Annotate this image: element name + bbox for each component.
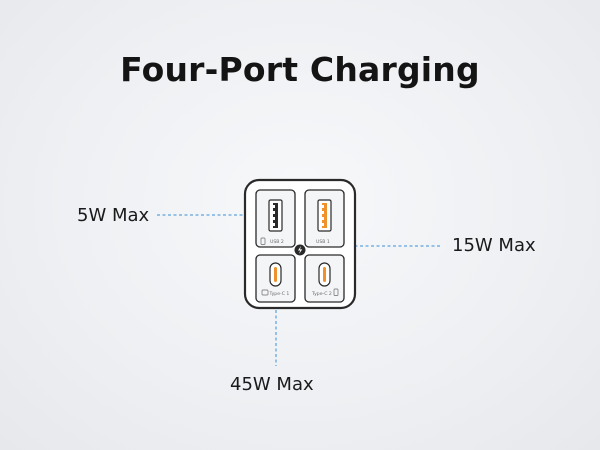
typec1-port — [269, 262, 282, 287]
page-title: Four-Port Charging — [120, 50, 480, 89]
charger-body — [243, 178, 357, 310]
usb2-port — [268, 199, 283, 232]
usb2-port-label: USB 2 — [270, 239, 284, 245]
usb1-power-label: 15W Max — [452, 235, 536, 256]
usb1-port-label: USB 1 — [316, 239, 330, 245]
typec-power-label: 45W Max — [230, 374, 314, 395]
phone-icon — [333, 288, 339, 296]
typec2-port — [318, 262, 331, 287]
callout-line-usb1 — [338, 212, 441, 247]
typec1-port-label: Type-C 1 — [269, 291, 290, 297]
usb1-port — [317, 199, 332, 232]
lightning-logo-icon — [294, 244, 306, 256]
typec2-port-label: Type-C 2 — [311, 291, 332, 297]
phone-icon — [260, 237, 266, 245]
phone-icon — [261, 289, 269, 296]
usb2-power-label: 5W Max — [77, 205, 150, 226]
